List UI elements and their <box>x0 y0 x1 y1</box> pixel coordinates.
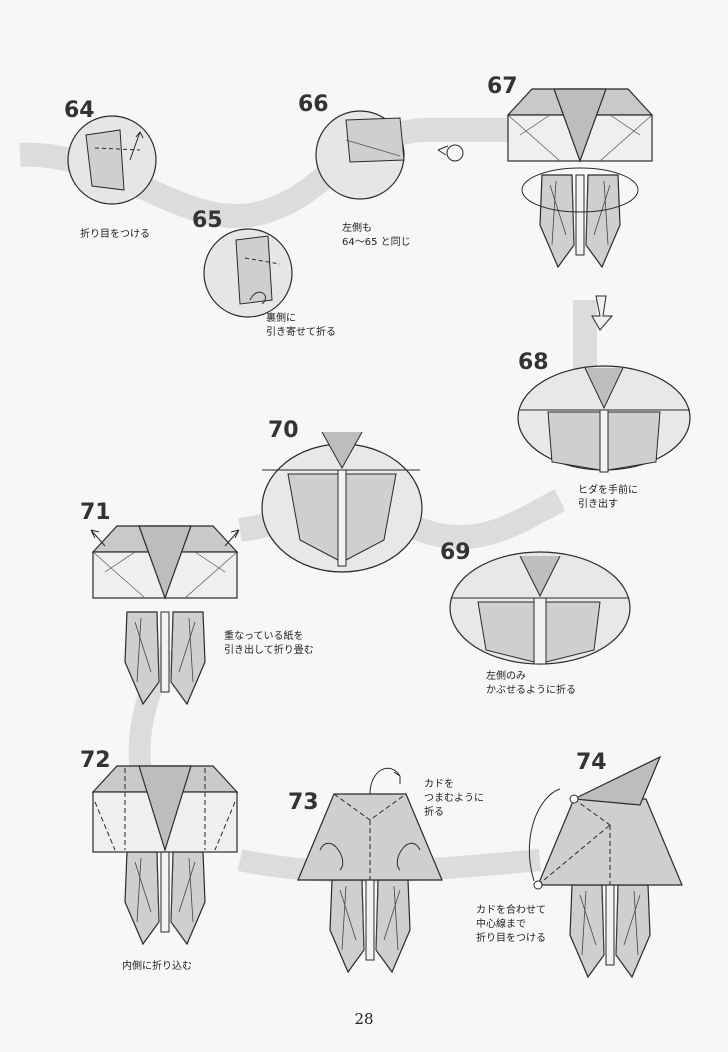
step-64-figure <box>67 115 157 205</box>
step-67-figure <box>507 88 653 268</box>
step-65-caption: 裏側に 引き寄せて折る <box>266 313 336 338</box>
step-65-number: 65 <box>192 208 223 233</box>
step-64-caption: 折り目をつける <box>80 229 150 240</box>
step-72-figure <box>91 765 239 945</box>
step-69-number: 69 <box>440 540 471 565</box>
step-74-caption: カドを合わせて 中心線まで 折り目をつける <box>476 905 546 944</box>
step-66-figure <box>315 110 405 200</box>
step-66-number: 66 <box>298 92 329 117</box>
step-66-caption: 左側も 64〜65 と同じ <box>342 223 411 248</box>
step-72-caption: 内側に折り込む <box>122 961 192 972</box>
turn-over-symbol <box>437 144 464 162</box>
step-64-number: 64 <box>64 98 95 123</box>
step-65-figure <box>203 228 293 318</box>
step-74-number: 74 <box>576 750 607 775</box>
down-arrow-symbol <box>591 295 614 331</box>
step-70-number: 70 <box>268 418 299 443</box>
step-73-number: 73 <box>288 790 319 815</box>
step-71-figure <box>90 525 240 705</box>
step-69-figure <box>449 551 631 665</box>
step-74-figure <box>528 755 683 978</box>
step-71-number: 71 <box>80 500 111 525</box>
step-73-figure <box>297 767 443 973</box>
step-68-caption: ヒダを手前に 引き出す <box>578 485 638 510</box>
step-67-number: 67 <box>487 74 518 99</box>
step-73-caption: カドを つまむように 折る <box>424 779 484 818</box>
page-number: 28 <box>354 1010 374 1028</box>
step-68-number: 68 <box>518 350 549 375</box>
step-69-caption: 左側のみ かぶせるように折る <box>486 671 576 696</box>
step-71-caption: 重なっている紙を 引き出して折り畳む <box>224 631 314 656</box>
step-68-figure <box>517 365 691 473</box>
step-70-figure <box>261 431 423 573</box>
step-72-number: 72 <box>80 748 111 773</box>
